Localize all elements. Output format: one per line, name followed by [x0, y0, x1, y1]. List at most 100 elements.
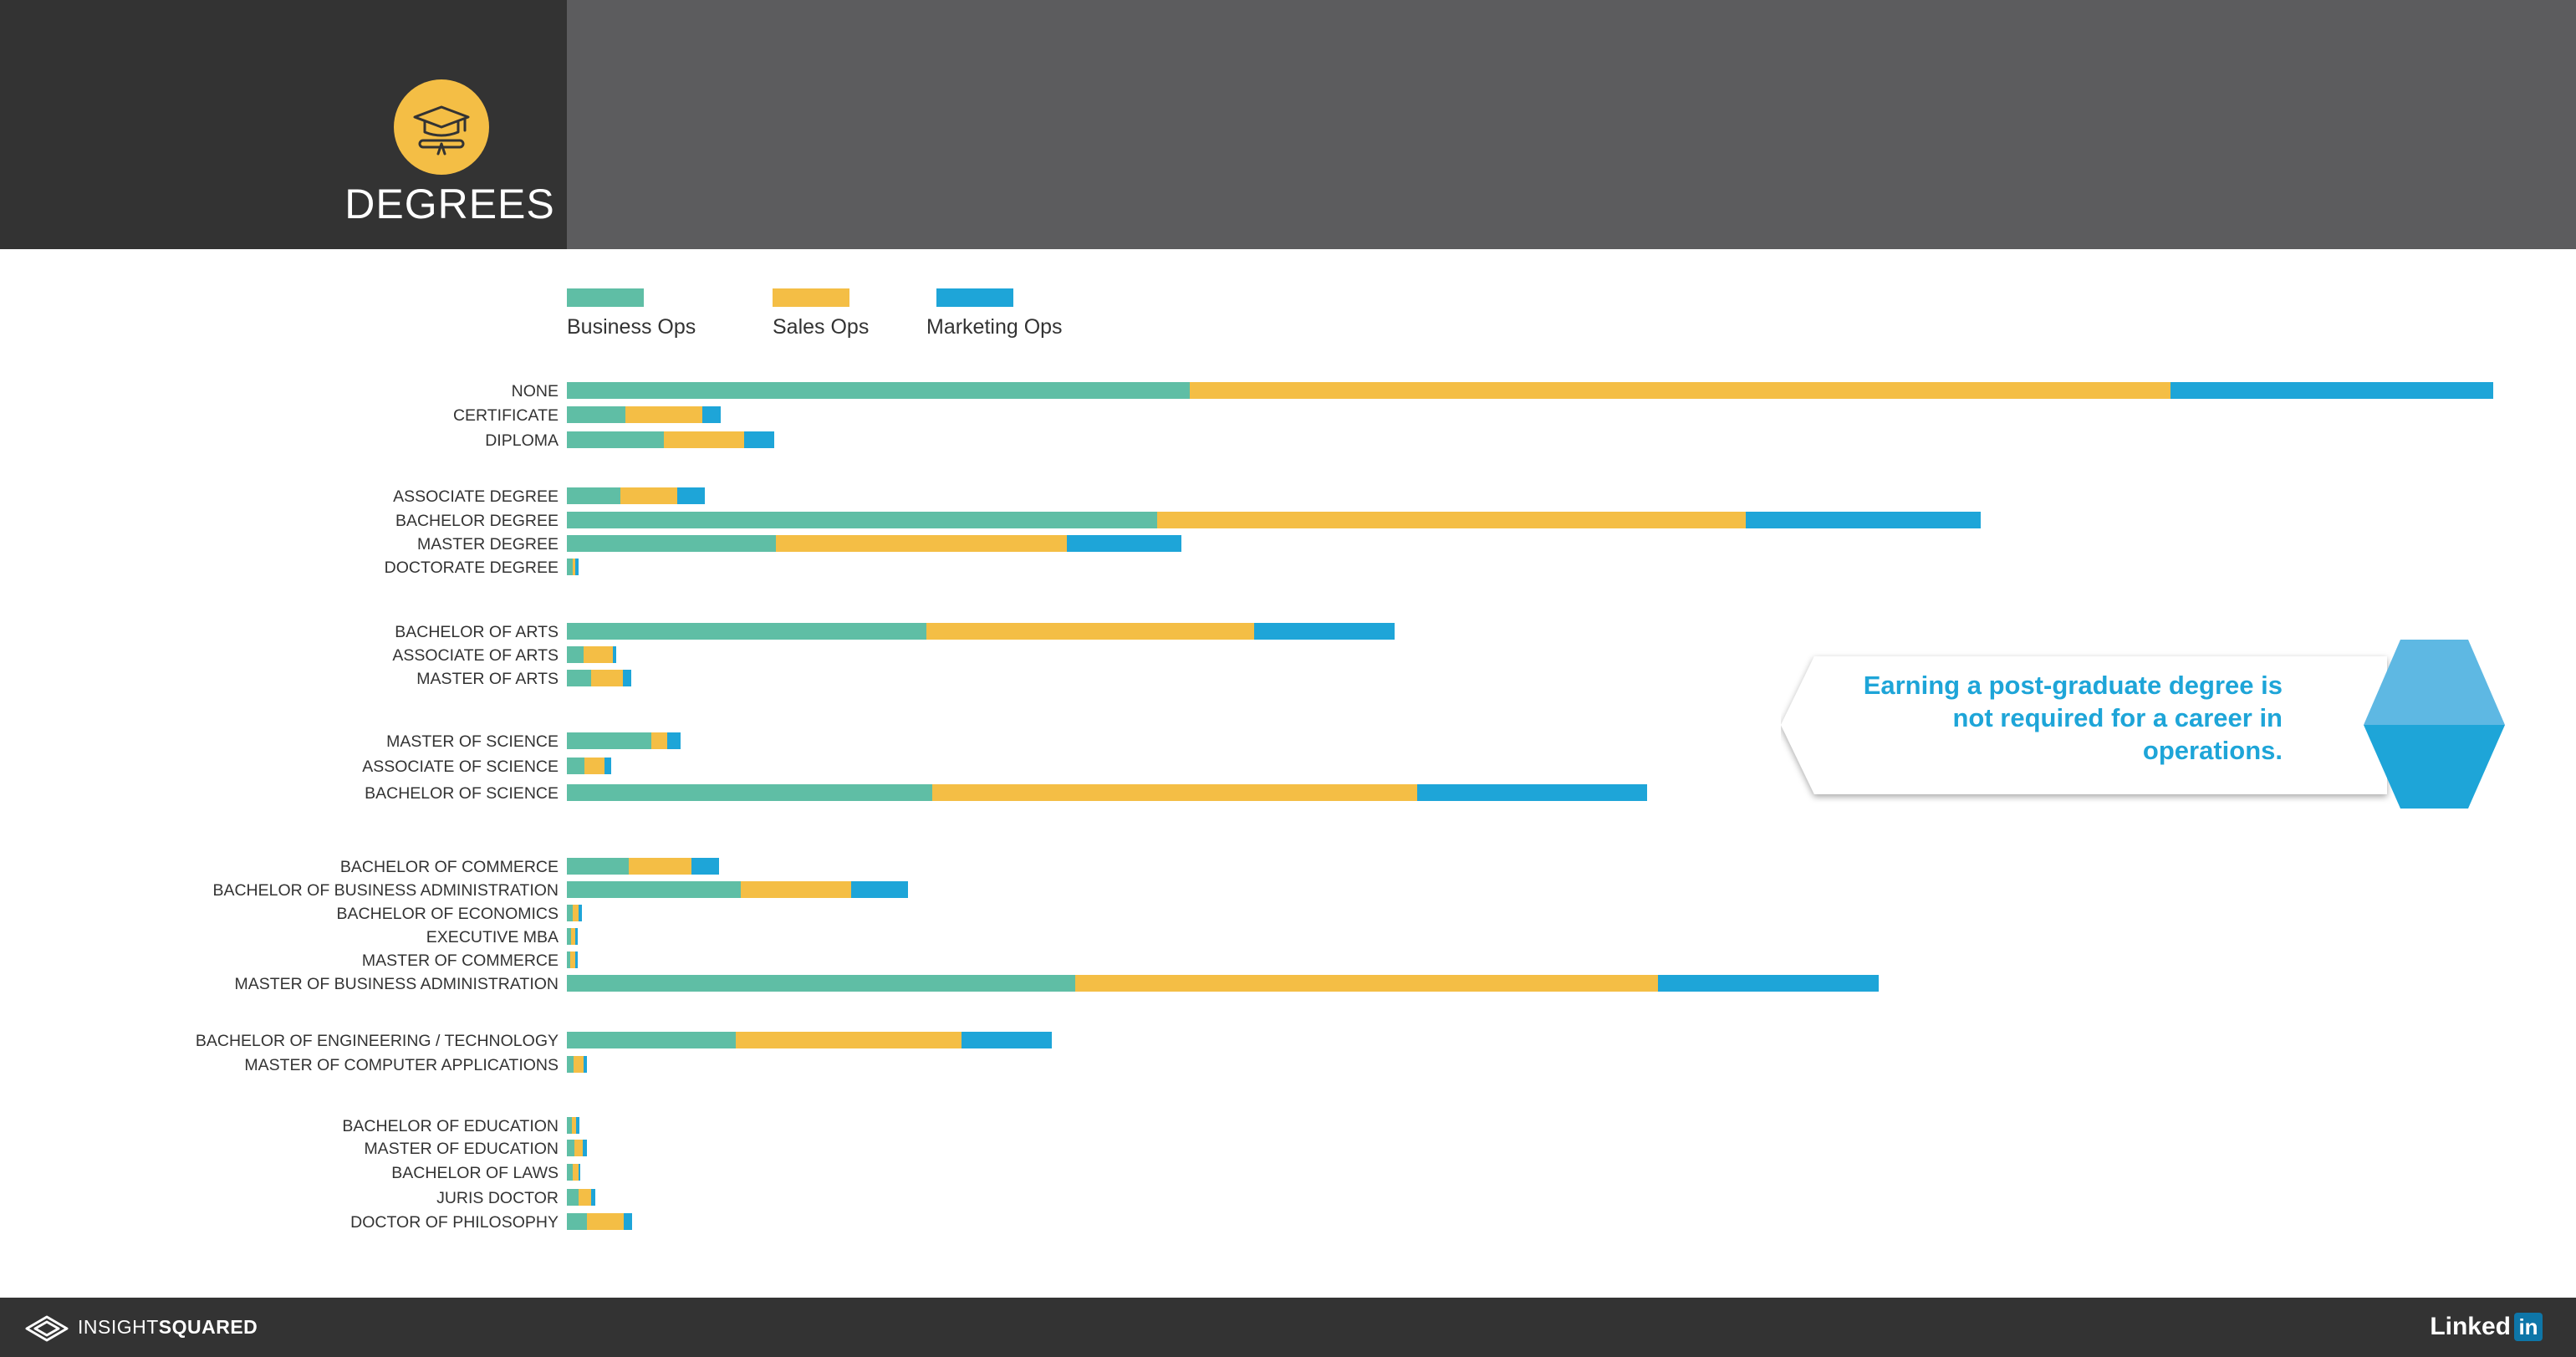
- footer-bar: INSIGHTSQUARED Linked in: [0, 1298, 2576, 1357]
- bar-segment-business: [567, 1164, 573, 1181]
- bar-segment-business: [567, 784, 932, 801]
- bar-segment-business: [567, 559, 573, 575]
- bar-segment-business: [567, 1117, 572, 1134]
- bar-segment-sales: [570, 951, 575, 968]
- category-label: BACHELOR OF ARTS: [395, 623, 559, 641]
- bar-segment-sales: [932, 784, 1417, 801]
- bar-segment-sales: [573, 905, 579, 921]
- bar-segment-sales: [651, 732, 667, 749]
- callout-arrow-box: [1781, 656, 2387, 794]
- bar-segment-business: [567, 535, 776, 552]
- bar-segment-sales: [584, 646, 613, 663]
- bar-segment-business: [567, 1189, 579, 1206]
- bar-segment-sales: [574, 1140, 583, 1156]
- bar-segment-marketing: [576, 1117, 579, 1134]
- bar-segment-marketing: [604, 758, 611, 774]
- bar-segment-marketing: [1417, 784, 1647, 801]
- category-label: BACHELOR DEGREE: [395, 512, 559, 530]
- bar-segment-marketing: [613, 646, 616, 663]
- callout-text: Earning a post-graduate degree is not re…: [1863, 671, 2283, 765]
- bar-segment-business: [567, 732, 651, 749]
- linkedin-word: Linked: [2430, 1313, 2511, 1340]
- bar-segment-business: [567, 1213, 587, 1230]
- bar-segment-business: [567, 512, 1157, 528]
- bar-segment-business: [567, 646, 584, 663]
- bar-segment-sales: [741, 881, 851, 898]
- bar-segment-business: [567, 1032, 736, 1048]
- category-label: MASTER OF SCIENCE: [386, 732, 559, 751]
- bar-segment-business: [567, 1140, 574, 1156]
- bar-segment-marketing: [575, 951, 578, 968]
- bar-segment-business: [567, 858, 629, 875]
- bar-segment-business: [567, 1056, 574, 1073]
- bar-segment-marketing: [677, 487, 705, 504]
- bar-segment-sales: [926, 623, 1254, 640]
- bar-segment-sales: [1157, 512, 1746, 528]
- category-label: BACHELOR OF ECONOMICS: [337, 905, 559, 923]
- bar-segment-business: [567, 928, 571, 945]
- bar-segment-business: [567, 881, 741, 898]
- bar-segment-sales: [1190, 382, 2170, 399]
- category-label: BACHELOR OF SCIENCE: [365, 784, 559, 803]
- bar-segment-marketing: [579, 905, 582, 921]
- bar-segment-business: [567, 431, 664, 448]
- category-label: DIPLOMA: [485, 431, 559, 450]
- category-label: ASSOCIATE OF ARTS: [392, 646, 559, 665]
- hexagon-icon: [2364, 640, 2505, 809]
- bar-segment-business: [567, 758, 584, 774]
- bar-segment-sales: [664, 431, 744, 448]
- bar-segment-sales: [629, 858, 691, 875]
- bar-segment-sales: [620, 487, 677, 504]
- legend-item-business-ops: Business Ops: [567, 288, 696, 339]
- header-title-panel: DEGREES: [0, 0, 567, 249]
- bar-segment-sales: [1075, 975, 1658, 992]
- bar-segment-marketing: [591, 1189, 595, 1206]
- bar-segment-marketing: [1746, 512, 1981, 528]
- category-label: BACHELOR OF BUSINESS ADMINISTRATION: [212, 881, 559, 900]
- category-label: CERTIFICATE: [453, 406, 559, 425]
- bar-segment-marketing: [1067, 535, 1181, 552]
- bar-segment-marketing: [575, 928, 578, 945]
- bar-segment-marketing: [962, 1032, 1052, 1048]
- category-label: NONE: [512, 382, 559, 400]
- category-label: JURIS DOCTOR: [436, 1189, 559, 1207]
- legend-swatch-marketing-ops: [936, 288, 1013, 307]
- category-label: BACHELOR OF ENGINEERING / TECHNOLOGY: [196, 1032, 559, 1050]
- legend-label: Business Ops: [567, 315, 696, 339]
- legend-label: Sales Ops: [773, 315, 870, 339]
- category-label: MASTER OF COMMERCE: [362, 951, 559, 970]
- bar-segment-marketing: [1658, 975, 1879, 992]
- page-title: DEGREES: [344, 181, 555, 227]
- category-label: BACHELOR OF COMMERCE: [340, 858, 559, 876]
- bar-segment-marketing: [624, 1213, 632, 1230]
- bar-segment-marketing: [579, 1164, 580, 1181]
- legend-swatch-sales-ops: [773, 288, 849, 307]
- category-label: MASTER DEGREE: [417, 535, 559, 554]
- bar-segment-sales: [584, 758, 604, 774]
- category-label: ASSOCIATE OF SCIENCE: [362, 758, 559, 776]
- category-label: MASTER OF EDUCATION: [364, 1140, 559, 1158]
- bar-segment-business: [567, 623, 926, 640]
- bar-segment-business: [567, 406, 625, 423]
- bar-segment-business: [567, 382, 1190, 399]
- bar-segment-business: [567, 975, 1075, 992]
- bar-segment-marketing: [575, 559, 579, 575]
- bar-segment-marketing: [2170, 382, 2493, 399]
- bar-segment-sales: [587, 1213, 624, 1230]
- legend-item-sales-ops: Sales Ops: [773, 288, 869, 339]
- bar-segment-marketing: [667, 732, 681, 749]
- category-label: DOCTORATE DEGREE: [385, 559, 559, 577]
- insightsquared-logo-icon: [23, 1310, 70, 1347]
- bar-segment-sales: [574, 1056, 584, 1073]
- bar-segment-business: [567, 905, 573, 921]
- category-label: MASTER OF BUSINESS ADMINISTRATION: [234, 975, 559, 993]
- bar-segment-sales: [591, 670, 623, 686]
- category-label: EXECUTIVE MBA: [426, 928, 559, 946]
- bar-segment-marketing: [623, 670, 631, 686]
- bar-segment-sales: [579, 1189, 591, 1206]
- legend-item-marketing-ops: Marketing Ops: [926, 288, 1063, 339]
- bar-segment-marketing: [691, 858, 719, 875]
- bar-segment-business: [567, 951, 570, 968]
- bar-segment-business: [567, 487, 620, 504]
